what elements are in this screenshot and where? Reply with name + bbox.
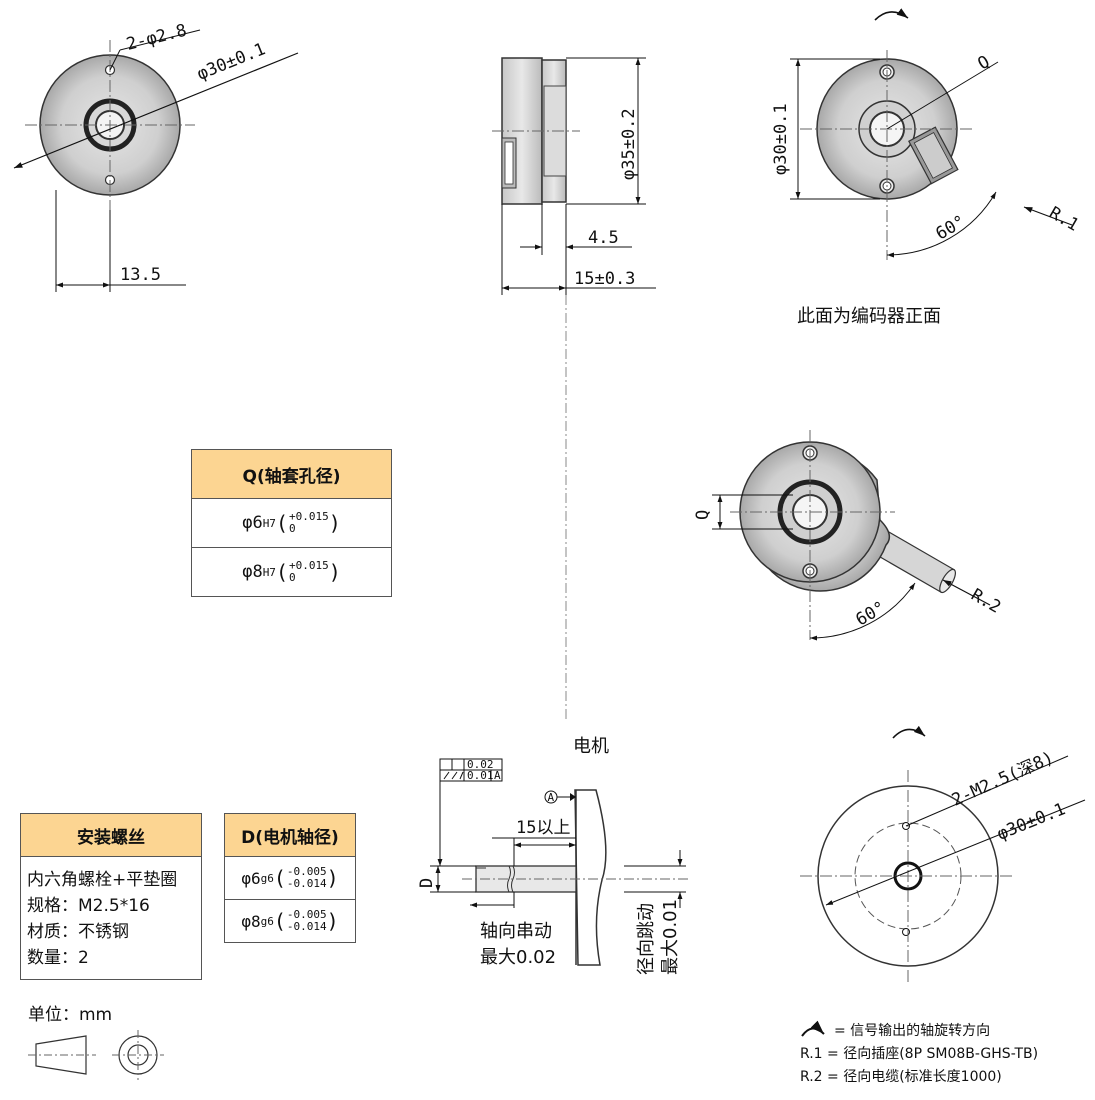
flange-label: 4.5	[588, 228, 619, 248]
side-view: φ35±0.2 4.5 15±0.3	[492, 57, 656, 720]
d-row-fit: g6	[260, 871, 274, 885]
q-row-upper: +0.015	[288, 559, 329, 572]
q-row-base: φ6	[242, 513, 263, 533]
q-row-upper: +0.015	[288, 510, 329, 523]
d-row-upper: -0.005	[286, 865, 327, 878]
radial-label-2: 最大0.01	[660, 899, 681, 975]
tolerance-1: 0.02	[467, 758, 494, 771]
cable-view: Q 60° R.2	[693, 430, 1005, 641]
back-view: 2-M2.5(深8) φ30±0.1	[800, 725, 1086, 985]
q-row-lower: 0	[288, 571, 296, 584]
engage-label: 15以上	[516, 818, 570, 838]
screw-table-body: 内六角螺栓+平垫圈 规格：M2.5*16 材质：不锈钢 数量：2	[21, 857, 201, 979]
rotation-arrow-icon	[874, 8, 909, 21]
length-label: 15±0.3	[574, 269, 635, 289]
q-row-base: φ8	[242, 562, 263, 582]
cable-bore-label: Q	[693, 510, 713, 520]
legend-rotation-icon	[801, 1020, 825, 1037]
screw-table-header: 安装螺丝	[21, 814, 201, 857]
d-row-upper: -0.005	[286, 908, 327, 921]
unit-label: 单位：mm	[28, 1005, 113, 1025]
diameter-label: φ30±0.1	[194, 39, 268, 84]
tolerance-datum: A	[494, 769, 501, 782]
threads-label: 2-M2.5(深8)	[949, 748, 1057, 811]
motor-view: 电机 0.02 0.01 A A 15以上 D 轴向串动 最大0.02	[417, 736, 690, 975]
screw-line: 材质：不锈钢	[27, 922, 129, 942]
screw-table: 安装螺丝 内六角螺栓+平垫圈 规格：M2.5*16 材质：不锈钢 数量：2	[20, 813, 202, 980]
datum-circle-label: A	[548, 791, 555, 804]
front-caption: 此面为编码器正面	[797, 306, 941, 327]
d-row-fit: g6	[260, 914, 274, 928]
connector-label: R.1	[1046, 203, 1083, 236]
d-row-base: φ6	[241, 868, 261, 888]
screw-line: 规格：M2.5*16	[27, 896, 150, 916]
front-bore-label: Q	[975, 52, 994, 74]
legend: = 信号输出的轴旋转方向 R.1 = 径向插座(8P SM08B-GHS-TB)…	[800, 1020, 1038, 1089]
legend-r1: R.1 = 径向插座(8P SM08B-GHS-TB)	[800, 1046, 1039, 1062]
front-angle-label: 60°	[933, 212, 970, 245]
back-rotation-arrow-icon	[892, 725, 926, 739]
axial-label-1: 轴向串动	[480, 921, 552, 942]
q-row-fit: H7	[262, 516, 276, 530]
d-row-lower: -0.014	[286, 920, 327, 933]
q-table-header: Q(轴套孔径)	[192, 450, 391, 499]
screw-line: 内六角螺栓+平垫圈	[27, 870, 178, 890]
d-row-base: φ8	[241, 911, 261, 931]
side-diameter-label: φ35±0.2	[619, 108, 639, 180]
cable-label: R.2	[968, 585, 1005, 618]
tolerance-2: 0.01	[467, 769, 494, 782]
front-view: Q φ30±0.1 60° R.1 此面为编码器正面	[771, 8, 1083, 327]
front-diameter-label: φ30±0.1	[771, 103, 791, 175]
axial-label-2: 最大0.02	[480, 947, 556, 968]
offset-label: 13.5	[120, 265, 161, 285]
back-diameter-label: φ30±0.1	[994, 799, 1068, 844]
q-row-fit: H7	[262, 565, 276, 579]
d-row-lower: -0.014	[286, 877, 327, 890]
shaft-label: D	[417, 878, 437, 888]
screw-line: 数量：2	[27, 948, 89, 968]
radial-label-1: 径向跳动	[636, 903, 657, 975]
projection-symbol	[28, 1030, 164, 1080]
motor-label: 电机	[573, 736, 609, 757]
legend-r2: R.2 = 径向电缆(标准长度1000)	[800, 1069, 1002, 1085]
legend-rotation: = 信号输出的轴旋转方向	[834, 1023, 991, 1039]
cable-angle-label: 60°	[853, 598, 890, 631]
q-row-lower: 0	[288, 522, 296, 535]
top-left-encoder-view: 2-φ2.8 φ30±0.1 13.5	[13, 21, 299, 292]
d-table-header: D(电机轴径)	[225, 814, 355, 857]
holes-label: 2-φ2.8	[124, 21, 188, 55]
